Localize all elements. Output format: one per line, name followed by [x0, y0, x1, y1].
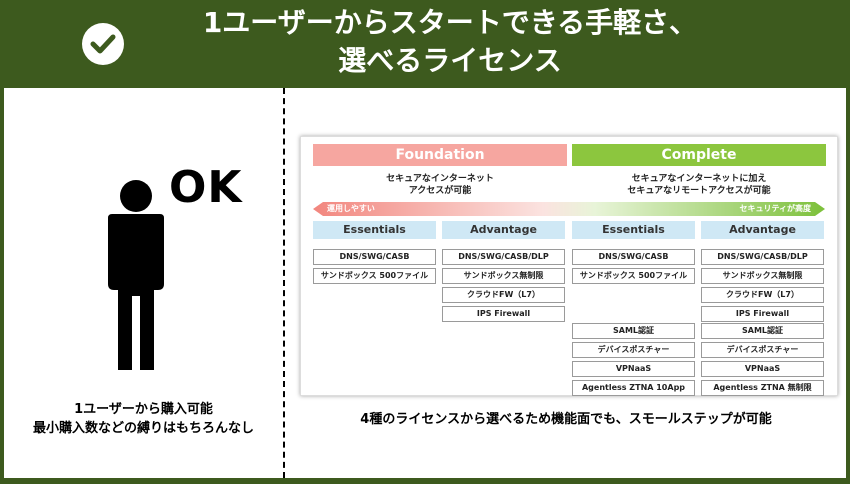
- feature-box: DNS/SWG/CASB/DLP: [442, 249, 565, 265]
- license-diagram: Foundation Complete セキュアなインターネット アクセスが可能…: [300, 136, 838, 396]
- feature-box: IPS Firewall: [701, 306, 824, 322]
- foundation-desc-line-1: セキュアなインターネット: [386, 174, 494, 184]
- header-banner: 1ユーザーからスタートできる手軽さ、 選べるライセンス: [0, 0, 850, 86]
- feature-box: Agentless ZTNA 無制限: [701, 380, 824, 396]
- arrow-label-left: 運用しやすい: [327, 204, 375, 213]
- feature-box: サンドボックス 500ファイル: [313, 268, 436, 284]
- feature-box: サンドボックス 500ファイル: [572, 268, 695, 284]
- feature-box: DNS/SWG/CASB: [313, 249, 436, 265]
- left-caption: 1ユーザーから購入可能 最小購入数などの縛りはもちろんなし: [4, 400, 283, 438]
- foundation-desc-line-2: アクセスが可能: [408, 186, 472, 196]
- feature-box: クラウドFW（L7）: [701, 287, 824, 303]
- left-caption-line-1: 1ユーザーから購入可能: [74, 402, 213, 417]
- title-line-1: 1ユーザーからスタートできる手軽さ、: [202, 6, 698, 39]
- tier-complete-advantage: Advantage: [701, 221, 824, 239]
- plan-foundation-header: Foundation: [313, 144, 567, 166]
- plan-complete-header: Complete: [572, 144, 826, 166]
- gradient-arrow: 運用しやすい セキュリティが高度: [313, 202, 825, 216]
- right-caption: 4種のライセンスから選べるため機能面でも、スモールステップが可能: [360, 412, 772, 427]
- complete-desc-line-2: セキュアなリモートアクセスが可能: [627, 186, 771, 196]
- title-line-2: 選べるライセンス: [338, 44, 562, 77]
- tier-foundation-essentials: Essentials: [313, 221, 436, 239]
- arrow-label-right: セキュリティが高度: [739, 204, 811, 213]
- complete-desc-line-1: セキュアなインターネットに加え: [631, 174, 767, 184]
- feature-box: IPS Firewall: [442, 306, 565, 322]
- page-title: 1ユーザーからスタートできる手軽さ、 選べるライセンス: [130, 4, 770, 80]
- dashed-divider: [283, 88, 285, 478]
- person-icon: [108, 180, 164, 370]
- ok-text: OK: [169, 162, 243, 213]
- complete-description: セキュアなインターネットに加え セキュアなリモートアクセスが可能: [572, 173, 826, 197]
- feature-box: SAML認証: [701, 323, 824, 339]
- feature-box: VPNaaS: [572, 361, 695, 377]
- feature-box: VPNaaS: [701, 361, 824, 377]
- content-panel: OK 1ユーザーから購入可能 最小購入数などの縛りはもちろんなし Foundat…: [4, 88, 846, 478]
- feature-box: サンドボックス無制限: [442, 268, 565, 284]
- feature-box: デバイスポスチャー: [701, 342, 824, 358]
- feature-box: SAML認証: [572, 323, 695, 339]
- tier-complete-essentials: Essentials: [572, 221, 695, 239]
- left-caption-line-2: 最小購入数などの縛りはもちろんなし: [32, 421, 254, 436]
- tier-foundation-advantage: Advantage: [442, 221, 565, 239]
- feature-box: Agentless ZTNA 10App: [572, 380, 695, 396]
- feature-box: DNS/SWG/CASB/DLP: [701, 249, 824, 265]
- feature-box: デバイスポスチャー: [572, 342, 695, 358]
- feature-box: サンドボックス無制限: [701, 268, 824, 284]
- foundation-description: セキュアなインターネット アクセスが可能: [313, 173, 567, 197]
- checkmark-icon: [82, 23, 124, 65]
- feature-box: クラウドFW（L7）: [442, 287, 565, 303]
- feature-box: DNS/SWG/CASB: [572, 249, 695, 265]
